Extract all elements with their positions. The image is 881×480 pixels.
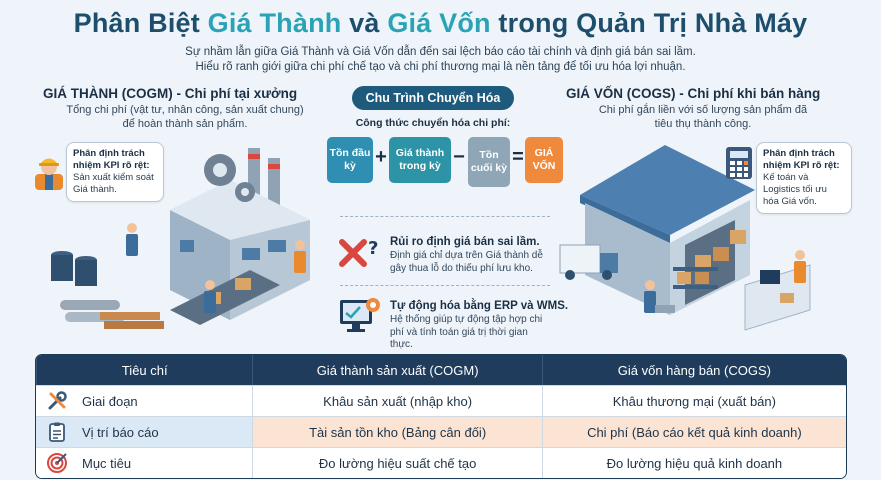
formula-op-equals: = bbox=[512, 146, 524, 168]
formula-box-opening: Tồn đầu kỳ bbox=[327, 137, 373, 183]
cogm-kpi-bubble: Phân định trách nhiệm KPI rõ rệt: Sản xu… bbox=[66, 142, 164, 202]
center-divider bbox=[340, 285, 550, 286]
cogs-desc-line: tiêu thụ thành công. bbox=[654, 118, 752, 130]
title-highlight-gia-thanh: Giá Thành bbox=[207, 8, 342, 38]
formula-op-minus: − bbox=[453, 146, 465, 168]
title-part: trong Quản Trị Nhà Máy bbox=[490, 8, 808, 38]
cogm-desc-line: để hoàn thành sản phẩm. bbox=[122, 118, 248, 130]
table-row: Mục tiêu Đo lường hiệu suất chế tạo Đo l… bbox=[36, 447, 846, 478]
svg-text:?: ? bbox=[368, 238, 378, 259]
table-cogs-cell: Đo lường hiệu quả kinh doanh bbox=[541, 448, 846, 478]
cogs-bubble-text: Kế toán và Logistics tối ưu hóa Giá vốn. bbox=[763, 172, 827, 207]
risk-note-text: Định giá chỉ dựa trên Giá thành dễ gây t… bbox=[390, 250, 543, 274]
cogm-heading: GIÁ THÀNH (COGM) - Chi phí tại xưởng bbox=[43, 86, 298, 101]
subtitle-line: Hiểu rõ ranh giới giữa chi phí chế tạo v… bbox=[195, 61, 686, 73]
table-header-cell: Giá vốn hàng bán (COGS) bbox=[541, 355, 846, 385]
target-icon bbox=[46, 452, 68, 474]
table-criterion-cell: Mục tiêu bbox=[36, 448, 252, 478]
table-cogs-cell: Chi phí (Báo cáo kết quả kinh doanh) bbox=[541, 417, 846, 447]
subtitle: Sự nhầm lẫn giữa Giá Thành và Giá Vốn dẫ… bbox=[0, 45, 881, 75]
worker-avatar-icon bbox=[35, 158, 63, 190]
title-part: Phân Biệt bbox=[73, 8, 208, 38]
cogs-description: Chi phí gắn liền với số lượng sản phẩm đ… bbox=[568, 103, 838, 131]
cycle-pill: Chu Trình Chuyển Hóa bbox=[352, 86, 514, 110]
title-highlight-gia-von: Giá Vốn bbox=[387, 8, 491, 38]
table-row: Giai đoạn Khâu sản xuất (nhập kho) Khâu … bbox=[36, 385, 846, 416]
comparison-table: Tiêu chí Giá thành sản xuất (COGM) Giá v… bbox=[35, 354, 847, 479]
table-criterion-cell: Vị trí báo cáo bbox=[36, 417, 253, 447]
warehouse-illustration bbox=[559, 145, 811, 331]
erp-note-title: Tự động hóa bằng ERP và WMS. bbox=[390, 300, 569, 312]
title-part: và bbox=[341, 8, 388, 38]
formula-box-period: Giá thành trong kỳ bbox=[389, 137, 451, 183]
table-row: Vị trí báo cáo Tài sản tồn kho (Bảng cân… bbox=[36, 416, 846, 447]
cogm-desc-line: Tổng chi phí (vật tư, nhân công, sản xuấ… bbox=[66, 104, 304, 116]
risk-note-title: Rủi ro định giá bán sai lầm. bbox=[390, 236, 540, 248]
cogm-bubble-title: Phân định trách nhiệm KPI rõ rệt: bbox=[73, 148, 150, 171]
formula-box-closing: Tồn cuối kỳ bbox=[468, 137, 510, 187]
risk-x-icon: ? bbox=[339, 238, 378, 267]
center-divider bbox=[340, 216, 550, 217]
cogs-desc-line: Chi phí gắn liền với số lượng sản phẩm đ… bbox=[598, 104, 808, 116]
erp-monitor-icon bbox=[340, 298, 380, 332]
table-criterion-text: Vị trí báo cáo bbox=[82, 424, 159, 440]
page-title: Phân Biệt Giá Thành và Giá Vốn trong Quả… bbox=[0, 8, 881, 39]
formula-box-cogs: GIÁ VỐN bbox=[525, 137, 563, 183]
cogs-kpi-bubble: Phân định trách nhiệm KPI rõ rệt: Kế toá… bbox=[756, 142, 852, 214]
table-header-cell: Tiêu chí bbox=[36, 355, 252, 385]
formula-label: Công thức chuyển hóa chi phí: bbox=[355, 117, 511, 129]
factory-illustration bbox=[51, 148, 310, 329]
subtitle-line: Sự nhầm lẫn giữa Giá Thành và Giá Vốn dẫ… bbox=[185, 46, 696, 58]
cogm-description: Tổng chi phí (vật tư, nhân công, sản xuấ… bbox=[60, 103, 310, 131]
table-criterion-cell: Giai đoạn bbox=[36, 386, 252, 416]
table-criterion-text: Giai đoạn bbox=[82, 393, 138, 409]
table-cogm-cell: Tài sản tồn kho (Bảng cân đối) bbox=[252, 417, 542, 447]
clipboard-icon bbox=[46, 421, 68, 443]
cogs-bubble-title: Phân định trách nhiệm KPI rõ rệt: bbox=[763, 148, 840, 171]
table-header-row: Tiêu chí Giá thành sản xuất (COGM) Giá v… bbox=[36, 355, 846, 385]
table-cogs-cell: Khâu thương mại (xuất bán) bbox=[541, 386, 846, 416]
cogm-bubble-text: Sản xuất kiểm soát Giá thành. bbox=[73, 172, 154, 195]
table-cogm-cell: Khâu sản xuất (nhập kho) bbox=[252, 386, 541, 416]
formula-op-plus: + bbox=[375, 146, 387, 168]
cogs-heading: GIÁ VỐN (COGS) - Chi phí khi bán hàng bbox=[566, 86, 821, 101]
table-criterion-text: Mục tiêu bbox=[82, 455, 132, 471]
table-cogm-cell: Đo lường hiệu suất chế tạo bbox=[252, 448, 541, 478]
table-header-cell: Giá thành sản xuất (COGM) bbox=[252, 355, 541, 385]
erp-note-text: Hệ thống giúp tự động tập hợp chi phí và… bbox=[390, 314, 543, 350]
calculator-icon bbox=[726, 147, 752, 179]
tools-icon bbox=[46, 390, 68, 412]
